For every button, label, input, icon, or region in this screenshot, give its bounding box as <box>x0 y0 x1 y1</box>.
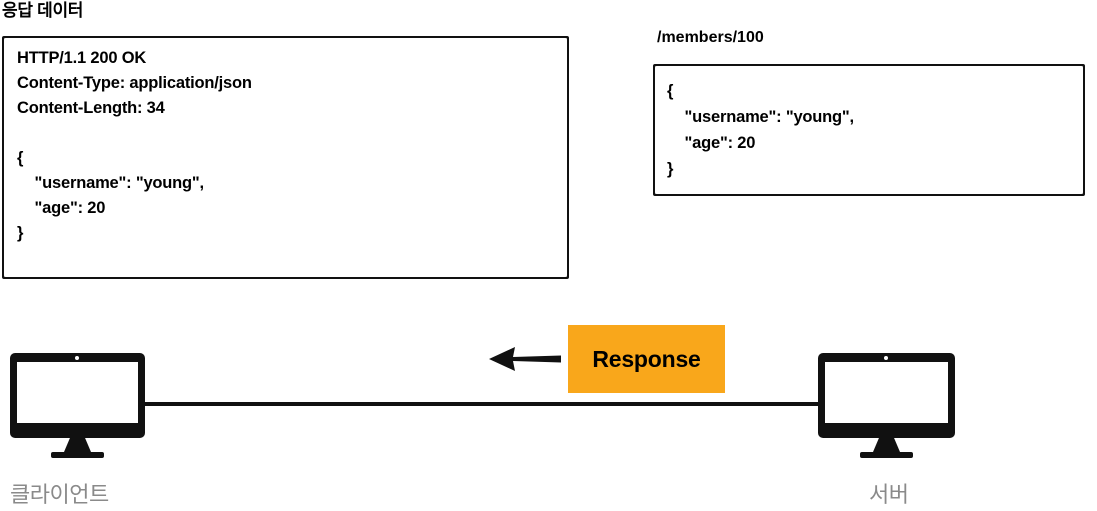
server-label: 서버 <box>869 482 909 507</box>
server-monitor-icon <box>818 353 955 458</box>
response-chip: Response <box>568 325 725 393</box>
endpoint-path-label: /members/100 <box>657 29 764 46</box>
http-response-box: HTTP/1.1 200 OK Content-Type: applicatio… <box>2 36 569 279</box>
client-monitor-icon <box>10 353 145 458</box>
page-title: 응답 데이터 <box>2 1 84 20</box>
monitor-base <box>860 452 913 458</box>
response-arrow-icon <box>489 347 561 371</box>
http-response-text: HTTP/1.1 200 OK Content-Type: applicatio… <box>17 49 252 242</box>
monitor-screen <box>17 362 138 423</box>
resource-payload-box: { "username": "young", "age": 20 } <box>653 64 1085 196</box>
resource-payload-text: { "username": "young", "age": 20 } <box>667 82 854 178</box>
response-chip-label: Response <box>592 345 701 372</box>
monitor-screen <box>825 362 948 423</box>
webcam-dot-icon <box>75 356 79 360</box>
monitor-stand <box>64 438 91 452</box>
client-label: 클라이언트 <box>10 482 109 507</box>
webcam-dot-icon <box>884 356 888 360</box>
monitor-base <box>51 452 104 458</box>
network-connection-line <box>143 402 820 406</box>
monitor-stand <box>873 438 900 452</box>
